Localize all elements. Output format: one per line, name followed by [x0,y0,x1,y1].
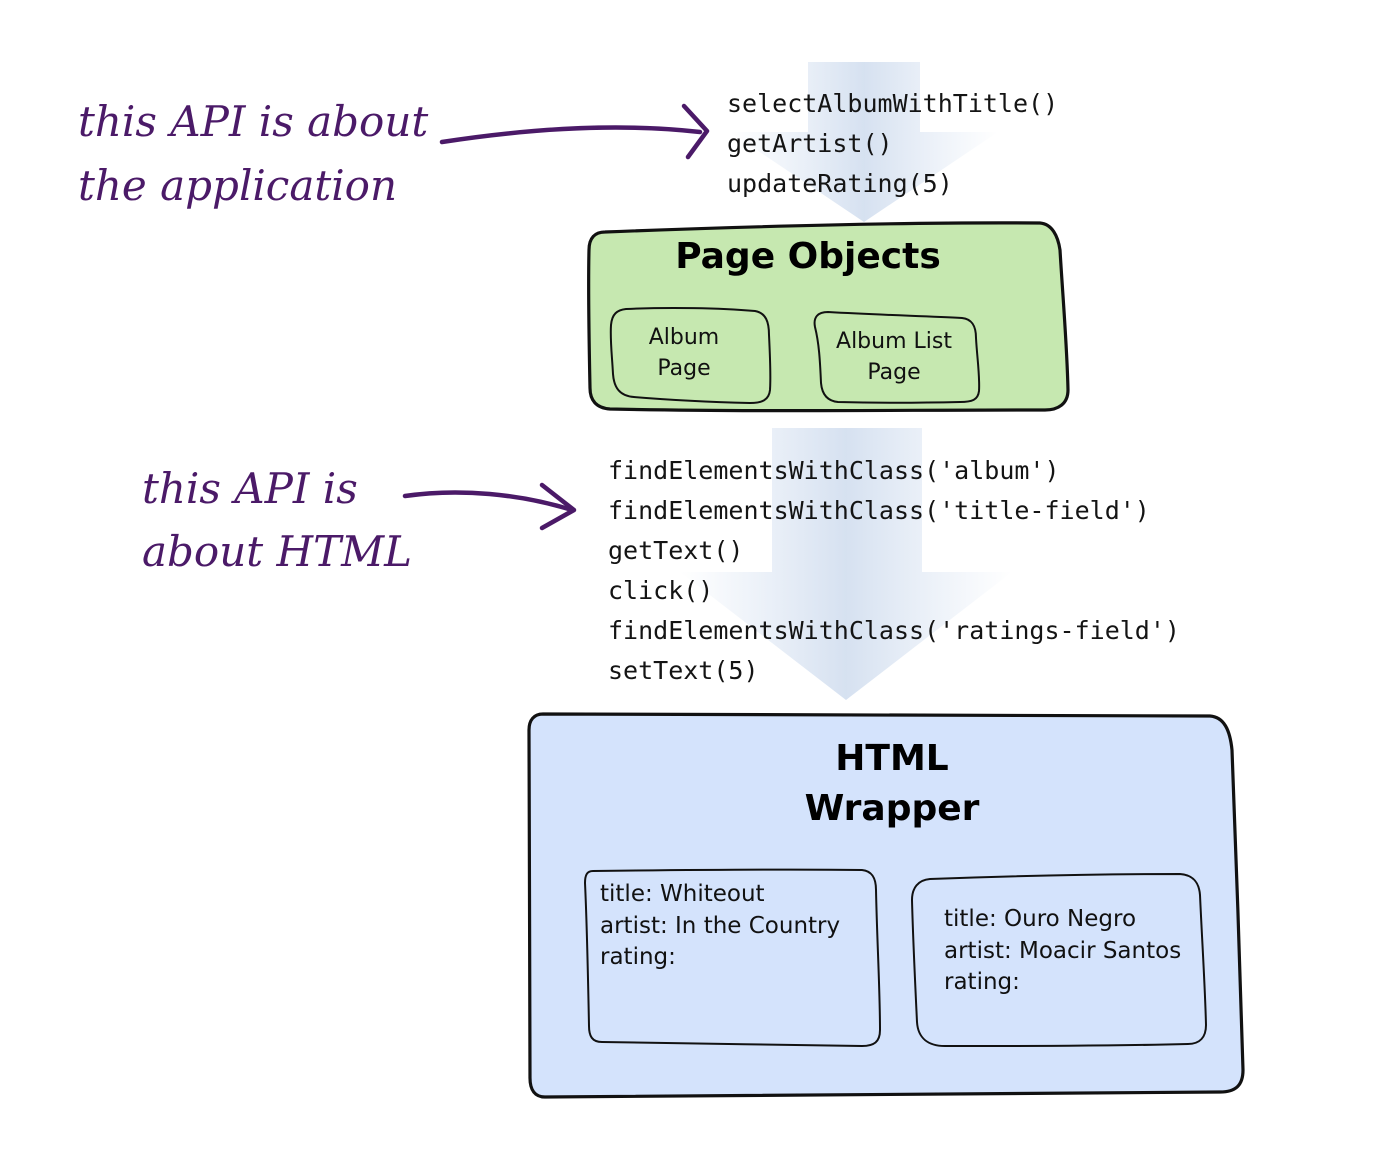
annotation-arrowhead-html [539,482,577,531]
page-objects-outline [586,221,1070,413]
annotation-application-line1: this API is about [78,97,428,146]
page-objects-title: Page Objects [675,236,941,277]
album-list-page-outline [813,311,981,404]
album-card-ouro-negro-rating: rating: [944,969,1020,995]
annotation-html-line2: about HTML [142,527,412,576]
api-call-find-album: findElementsWithClass('album') [608,456,1060,485]
album-page-outline [609,306,772,404]
annotation-arrow-html [402,490,575,513]
album-page-label-line2: Page [657,356,710,381]
api-call-get-artist: getArtist() [727,129,893,158]
album-card-whiteout-artist: artist: In the Country [600,913,840,939]
api-call-get-text: getText() [608,536,743,565]
annotation-application-api: this API is about the application [78,97,710,210]
html-wrapper-api-calls: findElementsWithClass('album') findEleme… [608,456,1180,685]
api-call-find-title-field: findElementsWithClass('title-field') [608,496,1150,525]
annotation-html-api: this API is about HTML [142,464,577,576]
page-objects-box: Page Objects Album Page Album List Page [586,221,1070,413]
annotation-html-line1: this API is [142,464,358,513]
api-call-set-text: setText(5) [608,656,759,685]
annotation-application-line2: the application [78,161,397,210]
album-list-page-object: Album List Page [813,311,981,404]
flow-arrow-bottom [680,428,1012,700]
html-wrapper-outline [527,712,1245,1099]
api-call-find-ratings-field: findElementsWithClass('ratings-field') [608,616,1180,645]
annotation-arrow-application [439,125,703,145]
album-card-ouro-negro-title: title: Ouro Negro [944,906,1136,932]
html-wrapper-box: HTML Wrapper title: Whiteout artist: In … [527,712,1245,1099]
album-card-ouro-negro-outline [911,873,1207,1047]
album-list-page-label-line2: Page [867,360,920,385]
album-page-object: Album Page [609,306,772,404]
api-call-select-album: selectAlbumWithTitle() [727,89,1058,118]
album-card-whiteout-title: title: Whiteout [600,881,765,907]
album-card-whiteout: title: Whiteout artist: In the Country r… [584,868,881,1047]
album-card-whiteout-rating: rating: [600,944,676,970]
html-wrapper-title-line2: Wrapper [805,788,980,829]
album-list-page-label-line1: Album List [836,329,952,354]
html-wrapper-title-line1: HTML [835,738,948,779]
album-page-label-line1: Album [649,325,720,350]
annotation-arrowhead-application [681,103,710,160]
page-objects-api-calls: selectAlbumWithTitle() getArtist() updat… [727,89,1058,198]
api-call-click: click() [608,576,713,605]
flow-arrow-top [730,62,998,222]
album-card-whiteout-outline [584,868,881,1047]
album-card-ouro-negro-artist: artist: Moacir Santos [944,938,1181,964]
album-card-ouro-negro: title: Ouro Negro artist: Moacir Santos … [911,873,1207,1047]
api-call-update-rating: updateRating(5) [727,169,953,198]
